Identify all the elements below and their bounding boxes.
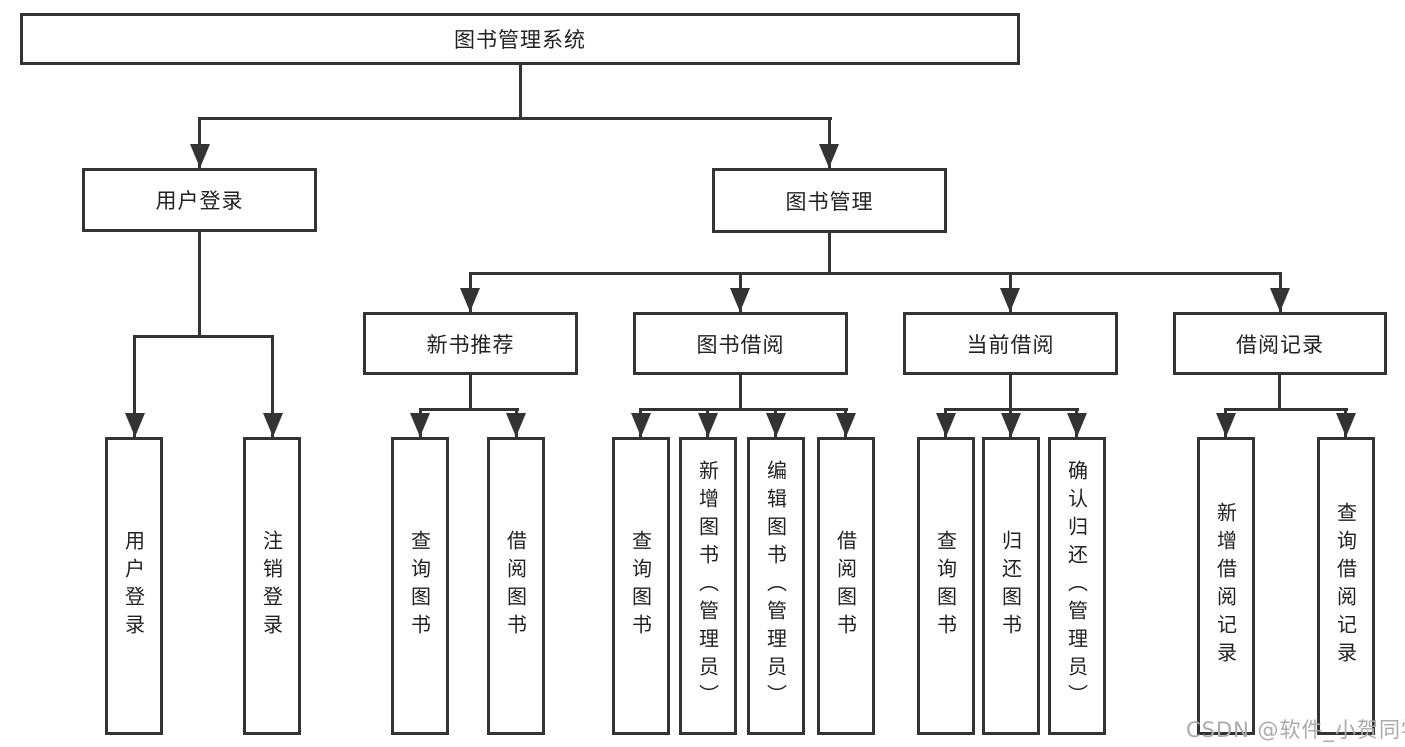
arrow-down-icon <box>263 413 283 437</box>
connector-line <box>133 335 274 338</box>
leaf-add-book-admin: 新增图书（管理员） <box>679 437 737 735</box>
arrow-down-icon <box>1270 288 1290 312</box>
connector-line <box>828 233 831 272</box>
leaf-query-books-current: 查询图书 <box>917 437 975 735</box>
arrow-down-icon <box>631 413 651 437</box>
arrow-down-icon <box>1216 413 1236 437</box>
connector-line <box>1278 375 1281 408</box>
arrow-down-icon <box>819 144 839 168</box>
leaf-query-books-recommend: 查询图书 <box>391 437 449 735</box>
connector-line <box>198 232 201 335</box>
node-book-management: 图书管理 <box>712 168 947 233</box>
arrow-down-icon <box>836 413 856 437</box>
leaf-query-borrow-record: 查询借阅记录 <box>1317 437 1375 735</box>
node-current-borrow: 当前借阅 <box>903 312 1118 375</box>
connector-line <box>198 117 832 120</box>
arrow-down-icon <box>1336 413 1356 437</box>
leaf-user-login: 用户登录 <box>105 437 163 735</box>
arrow-down-icon <box>460 288 480 312</box>
connector-line <box>1009 375 1012 408</box>
connector-line <box>639 408 848 411</box>
leaf-add-borrow-record: 新增借阅记录 <box>1197 437 1255 735</box>
leaf-edit-book-admin: 编辑图书（管理员） <box>747 437 805 735</box>
connector-line <box>419 408 519 411</box>
node-root: 图书管理系统 <box>20 13 1020 65</box>
arrow-down-icon <box>125 413 145 437</box>
node-user-login: 用户登录 <box>82 168 317 232</box>
connector-line <box>828 117 831 168</box>
connector-line <box>198 117 201 168</box>
arrow-down-icon <box>698 413 718 437</box>
leaf-borrow-books-recommend: 借阅图书 <box>487 437 545 735</box>
node-borrow-records: 借阅记录 <box>1173 312 1387 375</box>
leaf-return-book: 归还图书 <box>982 437 1040 735</box>
leaf-query-books-borrow: 查询图书 <box>612 437 670 735</box>
connector-line <box>519 65 522 117</box>
arrow-down-icon <box>190 144 210 168</box>
node-new-book-recommend: 新书推荐 <box>363 312 578 375</box>
connector-line <box>1224 408 1348 411</box>
connector-line <box>469 272 1282 275</box>
leaf-logout: 注销登录 <box>243 437 301 735</box>
arrow-down-icon <box>1000 288 1020 312</box>
arrow-down-icon <box>936 413 956 437</box>
connector-line <box>739 375 742 408</box>
arrow-down-icon <box>410 413 430 437</box>
csdn-watermark: CSDN @软件_小贺同学 <box>1186 718 1405 742</box>
connector-line <box>271 335 274 437</box>
arrow-down-icon <box>730 288 750 312</box>
arrow-down-icon <box>766 413 786 437</box>
connector-line <box>133 335 136 437</box>
leaf-confirm-return-admin: 确认归还（管理员） <box>1048 437 1106 735</box>
node-book-borrow: 图书借阅 <box>633 312 848 375</box>
arrow-down-icon <box>1001 413 1021 437</box>
connector-line <box>469 375 472 408</box>
arrow-down-icon <box>1067 413 1087 437</box>
leaf-borrow-books: 借阅图书 <box>817 437 875 735</box>
arrow-down-icon <box>506 413 526 437</box>
